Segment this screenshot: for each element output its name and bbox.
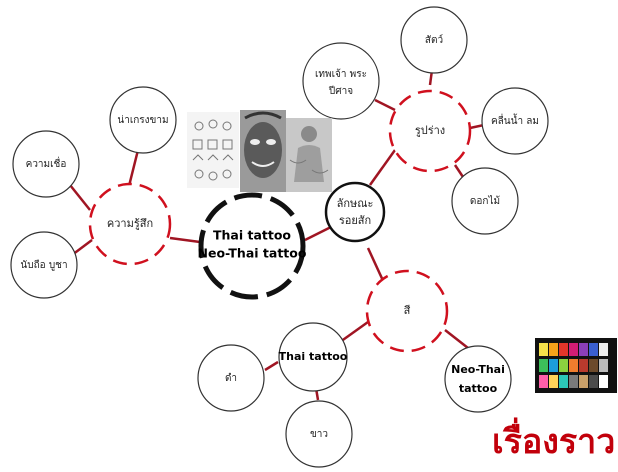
connector-characteristic-shape — [368, 149, 397, 186]
hub-characteristic-line1: ลักษณะ — [337, 197, 374, 210]
connector-feeling-belief — [69, 184, 91, 211]
connector-shape-deity — [374, 98, 396, 112]
leaf-flower-label: ดอกไม้ — [470, 195, 500, 207]
yant-sketch-image — [187, 112, 239, 188]
hub-color: สี — [365, 269, 449, 353]
hub-shape: รูปร่าง — [388, 89, 472, 173]
hub-feeling: ความรู้สึก — [88, 182, 172, 266]
hub-color-label: สี — [403, 304, 410, 317]
connector-feeling-worship — [71, 239, 93, 256]
leaf-belief-label: ความเชื่อ — [26, 156, 67, 170]
leaf-animal-label: สัตว์ — [425, 34, 443, 46]
connector-color-neo — [444, 329, 469, 349]
center-node: Thai tattoo Neo-Thai tattoo — [198, 192, 307, 300]
leaf-black: ดำ — [197, 344, 265, 412]
palette-swatches — [539, 343, 608, 388]
connector-center-feeling — [169, 236, 201, 244]
connector-thai-black — [264, 360, 279, 372]
center-line2: Neo-Thai tattoo — [198, 246, 307, 261]
leaf-thai-tattoo-label: Thai tattoo — [279, 350, 348, 363]
deity-sketch-image — [286, 118, 332, 192]
leaf-white: ขาว — [285, 400, 353, 468]
hub-shape-label: รูปร่าง — [415, 124, 445, 137]
leaf-neo-line2: tattoo — [459, 382, 498, 395]
leaf-white-label: ขาว — [310, 429, 328, 440]
connector-color-thai — [339, 320, 369, 344]
hub-characteristic: ลักษณะ รอยสัก — [324, 181, 386, 243]
hub-feeling-label: ความรู้สึก — [107, 217, 153, 230]
hub-characteristic-line2: รอยสัก — [339, 214, 371, 227]
leaf-deity-line1: เทพเจ้า พระ — [315, 68, 367, 80]
leaf-neo-thai: Neo-Thai tattoo — [444, 345, 512, 413]
leaf-black-label: ดำ — [225, 373, 237, 384]
center-line1: Thai tattoo — [213, 228, 291, 243]
leaf-neo-line1: Neo-Thai — [451, 363, 505, 376]
leaf-deity: เทพเจ้า พระ ปีศาจ — [302, 42, 380, 120]
demon-face-tattoo-image — [240, 110, 286, 192]
leaf-flower: ดอกไม้ — [451, 167, 519, 235]
connectors — [69, 69, 485, 401]
connector-shape-wave — [469, 123, 485, 130]
leaf-awe-label: น่าเกรงขาม — [117, 115, 168, 126]
color-palette-image — [535, 338, 617, 393]
leaf-thai-tattoo: Thai tattoo — [278, 322, 348, 392]
center-ring — [198, 192, 306, 300]
leaf-wave-label: คลื่นน้ำ ลม — [491, 113, 539, 127]
leaf-worship: นับถือ บูชา — [10, 231, 78, 299]
leaf-awe: น่าเกรงขาม — [109, 86, 177, 154]
leaf-deity-line2: ปีศาจ — [328, 85, 353, 97]
leaf-belief: ความเชื่อ — [12, 130, 80, 198]
leaf-worship-label: นับถือ บูชา — [20, 259, 67, 271]
leaf-wave: คลื่นน้ำ ลม — [481, 87, 549, 155]
story-title: เรื่องราว — [492, 422, 616, 462]
leaf-animal: สัตว์ — [400, 6, 468, 74]
